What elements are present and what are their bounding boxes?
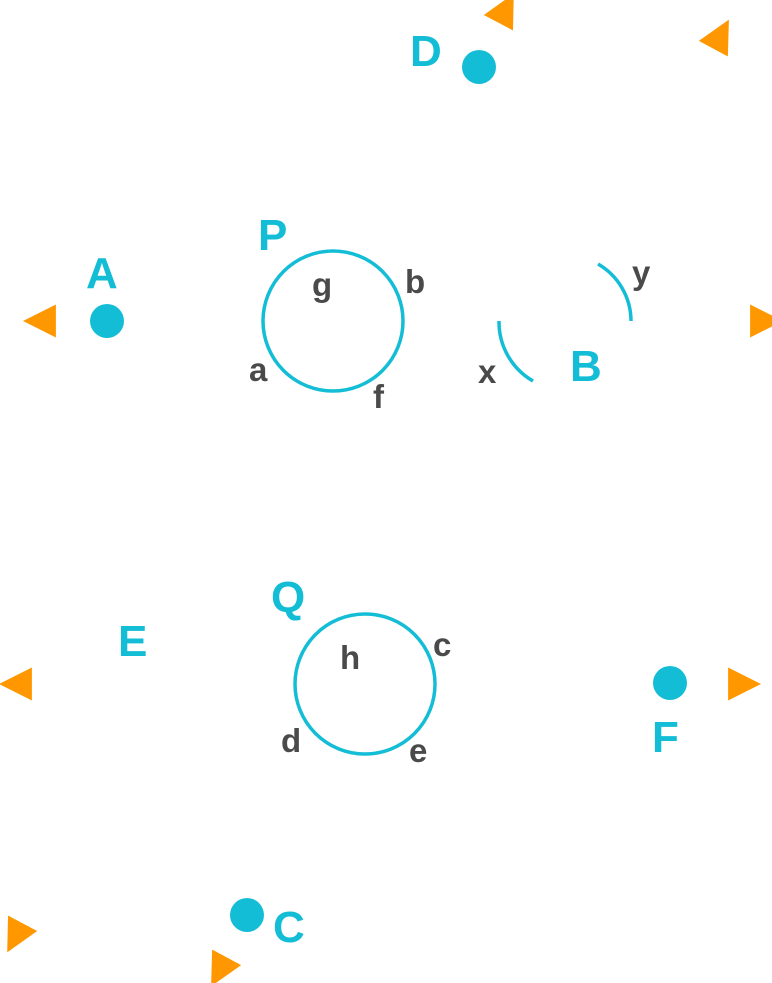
angle-label-x: x xyxy=(478,353,497,390)
angle-arc-q xyxy=(293,612,437,756)
angle-label-e: e xyxy=(409,732,427,769)
angle-label-h: h xyxy=(340,639,360,676)
label-e: E xyxy=(118,617,147,666)
label-c: C xyxy=(273,903,305,952)
angle-arc-p xyxy=(261,249,405,393)
label-d: D xyxy=(410,27,442,76)
transversal-b-qc xyxy=(211,19,729,983)
angle-label-b: b xyxy=(405,263,425,300)
angle-label-a: a xyxy=(249,351,268,388)
label-p: P xyxy=(258,211,287,260)
angle-label-c: c xyxy=(433,626,451,663)
label-b: B xyxy=(570,342,602,391)
point-d xyxy=(462,50,496,84)
angle-label-g: g xyxy=(312,266,332,303)
angle-label-y: y xyxy=(632,254,651,291)
angle-label-f: f xyxy=(373,378,385,415)
transversal-dp-e xyxy=(7,0,514,953)
label-a: A xyxy=(86,249,118,298)
angle-label-d: d xyxy=(281,722,301,759)
label-q: Q xyxy=(271,573,305,622)
label-f: F xyxy=(652,713,679,762)
point-f xyxy=(653,666,687,700)
angle-arc-x xyxy=(497,320,534,383)
point-a xyxy=(90,304,124,338)
point-c xyxy=(230,898,264,932)
angle-arc-y xyxy=(597,262,633,322)
